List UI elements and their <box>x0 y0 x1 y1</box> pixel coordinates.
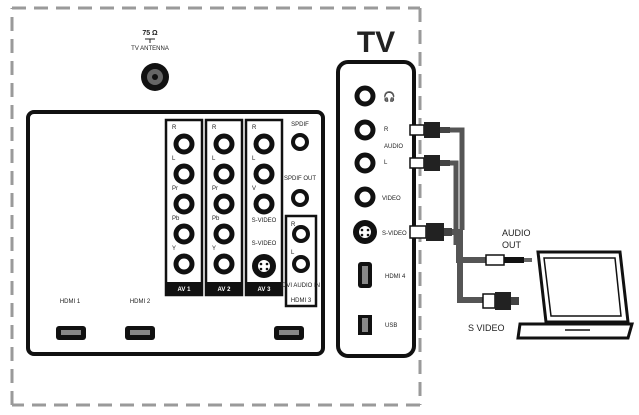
hdmi1-port[interactable] <box>56 326 86 340</box>
dvi-audio-jack-l[interactable] <box>292 255 310 273</box>
spdif-out-jack[interactable] <box>291 189 309 207</box>
svg-text:R: R <box>291 222 296 228</box>
av1-jack-l[interactable] <box>173 163 195 185</box>
av2-label: AV 2 <box>218 287 232 293</box>
side-video-label: VIDEO <box>382 196 401 202</box>
av3-svideo-label-2: S-VIDEO <box>252 241 277 247</box>
svideo-callout-label: S VIDEO <box>468 323 505 333</box>
tv-side-panel <box>336 60 416 358</box>
svg-text:V: V <box>252 186 256 192</box>
side-audio-l-jack[interactable] <box>354 152 376 174</box>
hdmi3-port[interactable] <box>274 326 304 340</box>
hdmi3-label: HDMI 3 <box>291 298 312 304</box>
hdmi3-group: R L DVI AUDIO IN HDMI 3 <box>282 214 320 308</box>
side-video-jack[interactable] <box>354 186 376 208</box>
av1-group: R L Pr Pb Y AV 1 <box>164 118 204 297</box>
svg-text:R: R <box>384 127 389 133</box>
av1-jack-pb[interactable] <box>173 223 195 245</box>
av2-jack-r[interactable] <box>213 133 235 155</box>
svg-text:Y: Y <box>172 246 176 252</box>
av3-svideo-jack[interactable] <box>252 254 276 278</box>
av2-group: R L Pr Pb Y AV 2 <box>204 118 244 297</box>
audio-out-plug <box>485 254 532 266</box>
svg-text:L: L <box>212 156 216 162</box>
svg-text:Pr: Pr <box>212 186 218 192</box>
headphone-jack[interactable] <box>354 85 376 107</box>
svg-text:L: L <box>384 160 388 166</box>
dashed-outline <box>10 6 422 407</box>
svg-text:L: L <box>172 156 176 162</box>
av3-jack-r[interactable] <box>253 133 275 155</box>
side-hdmi-label: HDMI 4 <box>385 274 406 280</box>
headphone-icon: 🎧 <box>383 90 395 103</box>
antenna-ohm-label: 75 Ω <box>142 30 158 37</box>
svg-text:Pr: Pr <box>172 186 178 192</box>
av1-jack-pr[interactable] <box>173 193 195 215</box>
svg-text:L: L <box>291 250 295 256</box>
tv-title: TV <box>357 26 395 59</box>
laptop-icon <box>516 250 634 340</box>
audio-out-label-line1: AUDIO <box>502 228 531 238</box>
hdmi1-label: HDMI 1 <box>60 299 81 305</box>
svideo-cable <box>409 223 519 310</box>
av2-jack-y[interactable] <box>213 253 235 275</box>
av1-jack-r[interactable] <box>173 133 195 155</box>
audio-out-label-line2: OUT <box>502 240 522 250</box>
svg-text:Pb: Pb <box>212 216 220 222</box>
dvi-audio-jack-r[interactable] <box>292 225 310 243</box>
spdif-jack[interactable] <box>291 133 309 151</box>
svg-text:R: R <box>172 125 177 131</box>
side-usb-port[interactable] <box>358 315 372 335</box>
side-svideo-label: S-VIDEO <box>382 231 407 237</box>
side-audio-label: AUDIO <box>384 144 403 150</box>
av3-label: AV 3 <box>258 287 272 293</box>
svg-text:Y: Y <box>212 246 216 252</box>
hdmi2-label: HDMI 2 <box>130 299 151 305</box>
side-svideo-jack[interactable] <box>353 220 377 244</box>
av3-jack-l[interactable] <box>253 163 275 185</box>
svg-text:R: R <box>212 125 217 131</box>
spdif-out-label: SPDIF OUT <box>284 176 316 182</box>
antenna-connector[interactable] <box>141 63 169 91</box>
av3-svideo-label: S-VIDEO <box>252 218 277 224</box>
side-usb-label: USB <box>385 323 397 329</box>
hdmi2-port[interactable] <box>125 326 155 340</box>
dvi-audio-in-label: DVI AUDIO IN <box>282 283 320 289</box>
side-audio-r-jack[interactable] <box>354 119 376 141</box>
antenna-name-label: TV ANTENNA <box>131 46 169 52</box>
av3-group: R L V S-VIDEO S-VIDEO AV 3 <box>244 118 284 297</box>
av2-jack-pr[interactable] <box>213 193 235 215</box>
svg-text:L: L <box>252 156 256 162</box>
av3-jack-v[interactable] <box>253 193 275 215</box>
side-hdmi-port[interactable] <box>358 262 372 288</box>
av2-jack-l[interactable] <box>213 163 235 185</box>
svg-text:R: R <box>252 125 257 131</box>
svg-text:Pb: Pb <box>172 216 180 222</box>
av2-jack-pb[interactable] <box>213 223 235 245</box>
spdif-label: SPDIF <box>291 122 309 128</box>
rca-cable-r <box>409 122 465 230</box>
rca-cable-l <box>409 155 459 245</box>
av1-jack-y[interactable] <box>173 253 195 275</box>
av1-label: AV 1 <box>178 287 192 293</box>
